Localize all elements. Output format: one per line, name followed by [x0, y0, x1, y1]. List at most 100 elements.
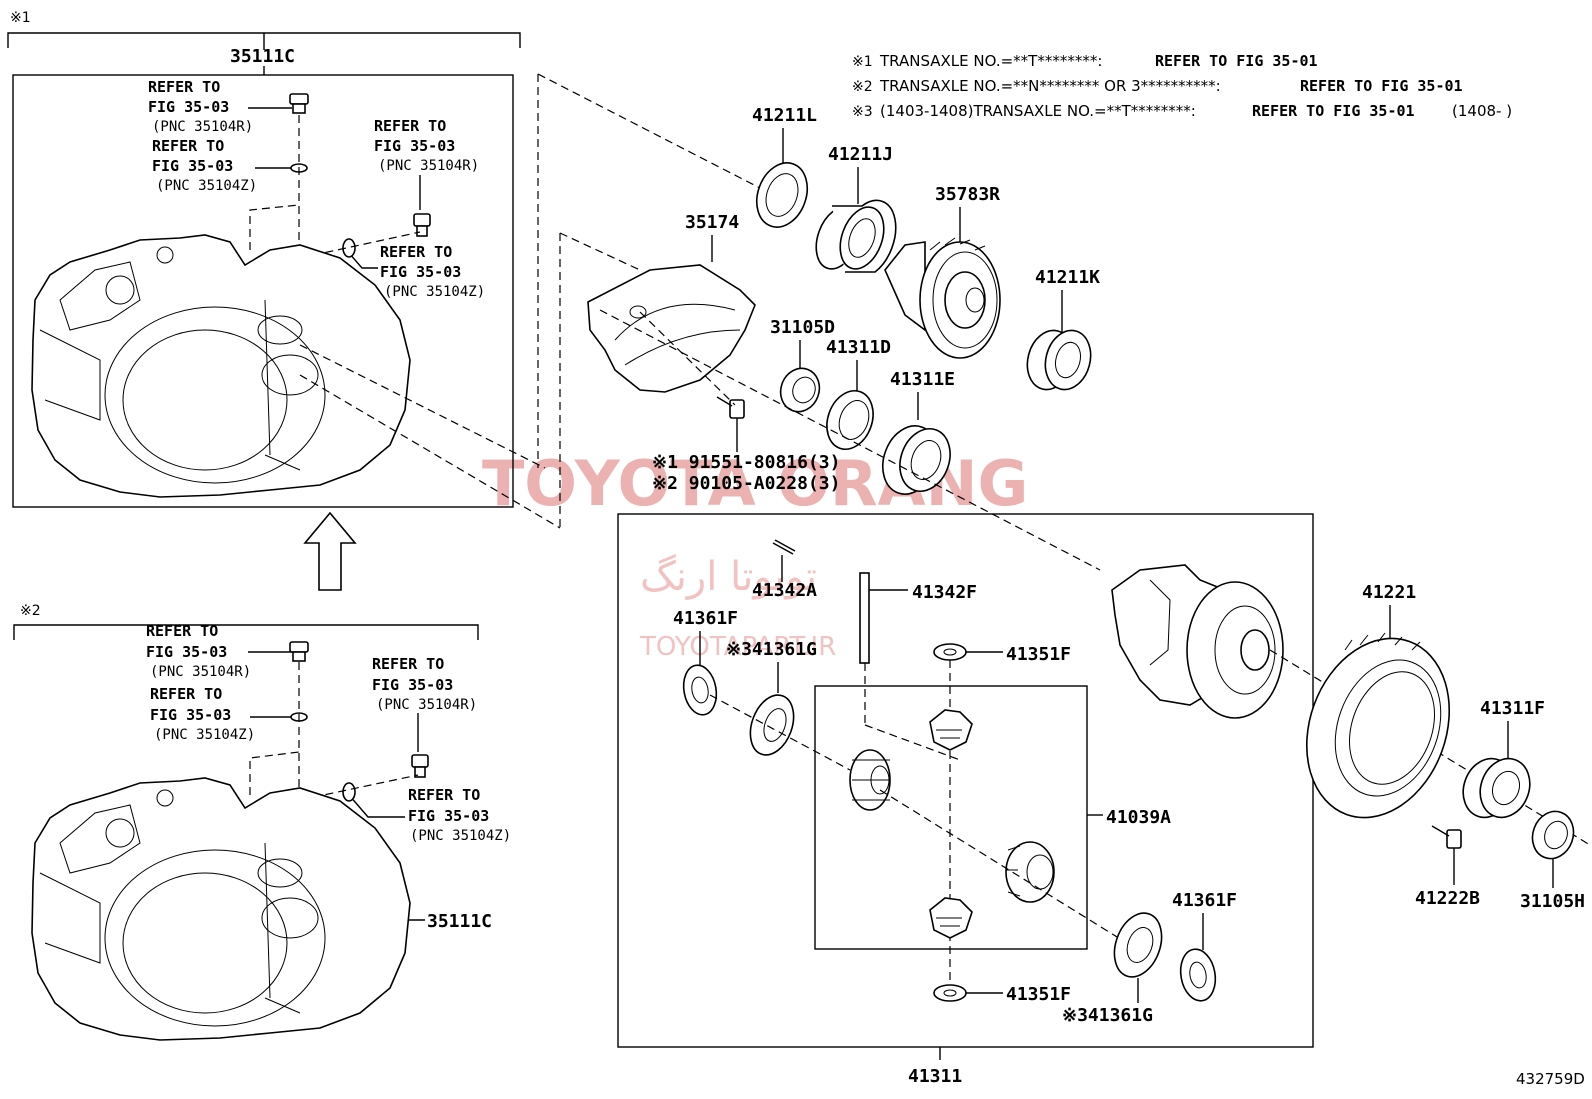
ring-gear-41221	[1305, 632, 1451, 819]
g2-plug-side	[411, 754, 429, 778]
g1-ref4-l2: FIG 35-03	[380, 263, 461, 281]
g1-ref1-l3: (PNC 35104R)	[152, 119, 253, 135]
bolt-41222B	[1431, 825, 1462, 849]
dash-right-gear	[879, 789, 1131, 946]
bolt-91551	[716, 396, 745, 452]
label-41311F: 41311F	[1480, 698, 1545, 719]
bearing-41311F	[1462, 757, 1531, 819]
g2-ref4-l2: FIG 35-03	[408, 807, 489, 825]
g1-ref4-l1: REFER TO	[380, 243, 452, 261]
label-41342A: 41342A	[752, 580, 817, 601]
g2-ref2-l1: REFER TO	[150, 685, 222, 703]
g1-ref2-l1: REFER TO	[152, 137, 224, 155]
seal-31105H	[1531, 810, 1575, 860]
figure-number: 432759D	[1516, 1070, 1585, 1088]
g1-ref3-l3: (PNC 35104R)	[378, 158, 479, 174]
g2-ref4-l1: REFER TO	[408, 786, 480, 804]
group2-bracket	[13, 624, 479, 640]
note2-refer: REFER TO FIG 35-01	[1300, 77, 1463, 95]
g1-ref1-l1: REFER TO	[148, 78, 220, 96]
up-arrow-icon	[303, 511, 357, 591]
dash-main-axis	[599, 309, 1101, 571]
gear-35783R	[884, 237, 1001, 359]
label-41311: 41311	[908, 1066, 962, 1087]
label-41351F-top: 41351F	[1006, 644, 1071, 665]
g1-ref1-l2: FIG 35-03	[148, 98, 229, 116]
washer-41361G-top	[749, 694, 795, 756]
washer-41361F-top	[682, 664, 718, 716]
label-35783R: 35783R	[935, 184, 1000, 205]
group1-frame	[12, 74, 514, 508]
label-41342F: 41342F	[912, 582, 977, 603]
kit-frame-41039A	[814, 685, 1088, 950]
note3-refer: REFER TO FIG 35-01	[1252, 102, 1415, 120]
pinion-bottom	[929, 897, 973, 939]
notes-block: ※1 TRANSAXLE NO.=**T********: REFER TO F…	[852, 52, 1512, 120]
g1-plug-side	[413, 213, 431, 237]
g1-dash-to-plate	[559, 232, 641, 271]
note1-mark: ※1	[852, 54, 873, 70]
watermark-url: TOYOTAPART.IR	[639, 632, 836, 662]
g1-ref4-l3: (PNC 35104Z)	[384, 284, 485, 300]
washer-41361F-bottom	[1179, 948, 1217, 1002]
label-41361F-bottom: 41361F	[1172, 890, 1237, 911]
g1-gasket-side	[342, 238, 356, 258]
seal-31105D	[779, 367, 821, 413]
diff-case-body	[1111, 564, 1284, 719]
g2-ref4-l3: (PNC 35104Z)	[410, 828, 511, 844]
group1: ※1 35111C REFER TO FIG 35-03 (PNC 35104R…	[7, 10, 761, 529]
g1-ref3-l1: REFER TO	[374, 117, 446, 135]
g1-dash-to-diff	[299, 344, 546, 469]
label-41361G-bottom: ※341361G	[1062, 1005, 1153, 1026]
group1-header: 35111C	[230, 46, 295, 67]
g1-ref2-l3: (PNC 35104Z)	[156, 178, 257, 194]
right-parts: 41221 41311F 41222B 31105H	[1305, 582, 1585, 912]
g1-ref4-leader	[348, 252, 378, 269]
g2-ref1-l3: (PNC 35104R)	[150, 664, 251, 680]
g2-ref3-l1: REFER TO	[372, 655, 444, 673]
bearing-41211J	[815, 199, 897, 273]
group1-mark: ※1	[10, 10, 31, 26]
g2-gasket-side	[342, 782, 356, 802]
shaft-41342F	[859, 572, 908, 664]
label-35174: 35174	[685, 212, 739, 233]
group2-mark: ※2	[20, 603, 41, 619]
label-41039A: 41039A	[1106, 807, 1171, 828]
dash-left-gear	[709, 694, 851, 771]
bearing-41211K	[1026, 329, 1092, 391]
washer-41351F-top	[933, 643, 967, 661]
g2-ref4-leader	[348, 794, 405, 818]
watermark-persian: تویوتا ارنگ	[640, 554, 817, 600]
g1-plug-top	[289, 93, 309, 114]
label-41211L: 41211L	[752, 105, 817, 126]
g2-ref1-l1: REFER TO	[146, 622, 218, 640]
label-31105D: 31105D	[770, 317, 835, 338]
label-41311D: 41311D	[826, 337, 891, 358]
group2-label: 35111C	[427, 911, 492, 932]
note3-text: (1403-1408)TRANSAXLE NO.=**T********:	[880, 102, 1196, 120]
label-bolt2: ※2 90105-A0228(3)	[652, 473, 840, 494]
g2-ref3-l3: (PNC 35104R)	[376, 697, 477, 713]
seal-41211L	[755, 162, 809, 228]
g1-ref2-l2: FIG 35-03	[152, 157, 233, 175]
washer-41361G-bottom	[1113, 912, 1163, 978]
dash-plate-bolt	[639, 311, 736, 406]
g2-ref2-l2: FIG 35-03	[150, 706, 231, 724]
dash-shaft2	[864, 724, 961, 761]
label-41311E: 41311E	[890, 369, 955, 390]
g2-ref1-l2: FIG 35-03	[146, 643, 227, 661]
label-bolt1: ※1 91551-80816(3)	[652, 452, 840, 473]
g2-ref2-l3: (PNC 35104Z)	[154, 727, 255, 743]
label-41211J: 41211J	[828, 144, 893, 165]
bearing-41311E	[881, 425, 951, 495]
g2-axis-aux	[249, 751, 300, 795]
side-gear-left	[849, 749, 891, 811]
pin-41342A	[772, 539, 796, 555]
label-41351F-bottom: 41351F	[1006, 984, 1071, 1005]
g2-ref3-l2: FIG 35-03	[372, 676, 453, 694]
note3-mark: ※3	[852, 104, 873, 120]
group2: ※2 REFER TO FIG 35-03 (PNC 35104R) REFER…	[13, 603, 511, 1041]
g1-dash-to-diff2	[299, 374, 561, 529]
note3-tail: (1408- )	[1452, 102, 1512, 120]
